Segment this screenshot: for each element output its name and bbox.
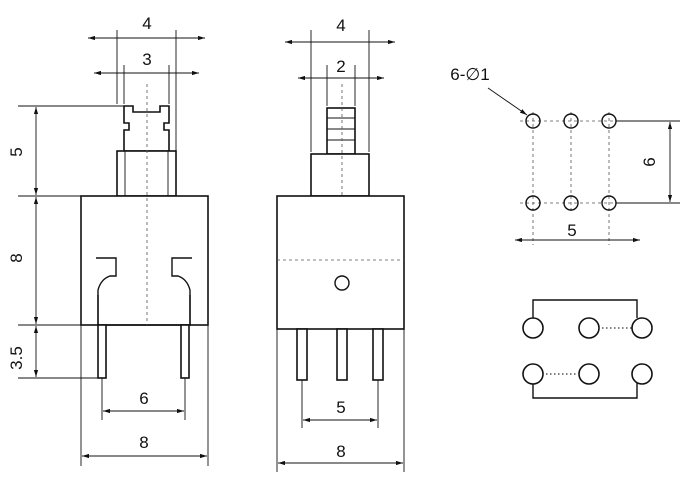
dim-mid-bottom-outer: 8 xyxy=(336,442,345,461)
mid-pin-1 xyxy=(296,328,308,381)
dim-left-vert-top: 5 xyxy=(7,147,26,156)
mid-pin-2 xyxy=(336,328,348,381)
left-plunger-collar xyxy=(116,150,177,197)
dim-holes-horizontal: 5 xyxy=(567,221,576,240)
left-pin-1 xyxy=(97,324,107,379)
mid-center-hole xyxy=(334,275,350,291)
hole-1 xyxy=(525,113,541,129)
middle-dimensions xyxy=(276,30,405,472)
left-dimensions xyxy=(18,30,209,466)
terminal-2 xyxy=(578,317,600,339)
dim-holes-vertical: 6 xyxy=(640,157,659,166)
left-side-view xyxy=(80,84,209,379)
terminal-1 xyxy=(522,317,544,339)
switch-schematic xyxy=(522,299,653,399)
dim-left-vert-mid: 8 xyxy=(7,253,26,262)
dim-mid-top-inner: 2 xyxy=(336,57,345,76)
dim-left-bottom-outer: 8 xyxy=(139,433,148,452)
terminal-6 xyxy=(631,363,653,385)
hole-pattern xyxy=(487,87,680,245)
hole-2 xyxy=(563,113,579,129)
left-plunger-top xyxy=(123,105,170,152)
dim-mid-top-outer: 4 xyxy=(336,16,345,35)
hole-5 xyxy=(563,195,579,211)
mid-plunger-collar xyxy=(310,153,370,197)
dim-holes-label: 6-∅1 xyxy=(450,65,489,84)
mid-plunger-top xyxy=(326,107,356,155)
dim-left-vert-bottom: 3.5 xyxy=(7,346,26,370)
dim-mid-bottom-inner: 5 xyxy=(336,398,345,417)
dim-left-top-outer: 4 xyxy=(142,14,151,33)
hole-4 xyxy=(525,195,541,211)
dim-left-bottom-inner: 6 xyxy=(139,389,148,408)
mid-pin-3 xyxy=(372,328,384,381)
terminal-4 xyxy=(522,363,544,385)
terminal-5 xyxy=(578,363,600,385)
left-main-body xyxy=(80,195,209,326)
left-slot-left xyxy=(96,257,117,325)
left-pin-2 xyxy=(180,324,190,379)
left-slot-right xyxy=(171,257,192,325)
terminal-3 xyxy=(631,317,653,339)
mid-main-body xyxy=(276,195,405,330)
dim-left-top-inner: 3 xyxy=(142,50,151,69)
middle-front-view xyxy=(276,84,405,381)
